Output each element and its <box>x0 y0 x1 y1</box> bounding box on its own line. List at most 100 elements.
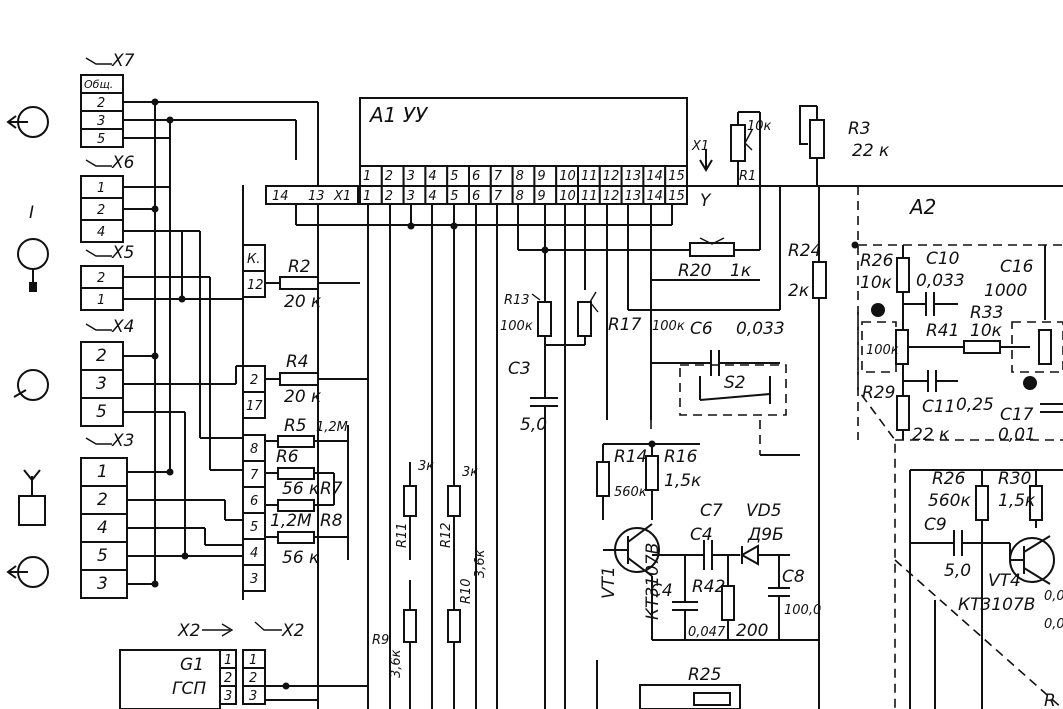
capacitor-c9: C9 5,0 <box>910 515 1010 581</box>
capacitor-c16: C16 1000 <box>984 245 1046 320</box>
pot-r100k: 100к R41 <box>861 321 959 373</box>
svg-text:3к: 3к <box>418 459 434 474</box>
svg-text:Д9Б: Д9Б <box>747 525 784 545</box>
svg-text:R7: R7 <box>320 479 343 499</box>
x5-pin: 1 <box>97 293 105 308</box>
a1-pin: 2 <box>385 189 393 204</box>
x2-pin: 8 <box>250 442 258 457</box>
svg-text:0,01: 0,01 <box>998 425 1036 445</box>
svg-text:C7: C7 <box>700 501 723 521</box>
svg-text:2: 2 <box>224 671 232 686</box>
capacitor-c3: C3 5,0 <box>508 359 558 709</box>
connector-x6: 1 2 4 <box>80 175 124 243</box>
x3-pin: 2 <box>97 490 108 510</box>
resistor-r26b: R26 560к <box>928 469 989 540</box>
x4-pin: 3 <box>96 374 107 394</box>
svg-text:X6: X6 <box>111 153 135 173</box>
svg-text:1000: 1000 <box>984 281 1027 301</box>
x1-ref-label: X1 <box>691 139 709 154</box>
pot-r10k-a2 <box>1011 321 1063 390</box>
svg-text:1,2М: 1,2М <box>270 511 312 531</box>
svg-text:1к: 1к <box>730 261 752 281</box>
svg-text:3,6к: 3,6к <box>473 549 488 578</box>
capacitor-c11: C11 0,25 <box>903 370 994 417</box>
a1-pin: 15 <box>668 169 685 184</box>
x7-pin: 2 <box>97 96 105 111</box>
svg-text:R12: R12 <box>439 522 454 548</box>
a1-pin: 3 <box>407 189 415 204</box>
svg-text:R13: R13 <box>504 293 530 308</box>
capacitor-c4: C7 C4 C4 <box>650 501 740 601</box>
transistor-vt1: VT1 КТ3107В <box>599 523 663 640</box>
svg-text:R4: R4 <box>286 352 309 372</box>
capacitor-c8: C8 100,0 <box>652 555 821 641</box>
side-icon-output-arrow <box>6 106 49 138</box>
x7-pin: 3 <box>97 114 105 129</box>
a1-pin: 9 <box>537 169 545 184</box>
svg-text:1,5к: 1,5к <box>664 471 702 491</box>
resistor-r2: R2 20 к <box>265 257 360 312</box>
resistor-r9: R9 3,6к <box>372 580 417 709</box>
resistor-r33: R33 10к <box>958 303 1030 354</box>
a1-pin: 6 <box>472 169 480 184</box>
svg-text:R20: R20 <box>678 261 711 281</box>
svg-text:1: 1 <box>249 653 257 668</box>
a1-pin: 12 <box>603 189 620 204</box>
capacitor-c17: C17 0,01 <box>998 403 1063 445</box>
svg-text:10к: 10к <box>970 321 1003 341</box>
x3-pin: 3 <box>97 574 108 594</box>
switch-s2: S2 <box>650 280 800 456</box>
svg-text:0,047: 0,047 <box>688 625 726 640</box>
svg-text:3: 3 <box>224 689 232 704</box>
svg-text:R26: R26 <box>860 251 894 271</box>
svg-text:2: 2 <box>249 671 257 686</box>
resistor-r42: R42 200 <box>692 555 768 641</box>
resistor-r16: R16 1,5к <box>603 440 702 520</box>
connector-x3-label: X3 <box>85 431 134 451</box>
g1-sub: ГСП <box>172 679 206 699</box>
connector-x5-label: X5 <box>85 243 134 263</box>
svg-text:3к: 3к <box>462 465 478 480</box>
svg-text:R25: R25 <box>688 665 721 685</box>
a1-pin: 2 <box>385 169 393 184</box>
connector-x7: Общ. 2 3 5 <box>80 74 124 148</box>
svg-text:C6: C6 <box>690 319 713 339</box>
svg-text:R16: R16 <box>664 447 698 467</box>
a1-pin: 5 <box>450 189 458 204</box>
svg-text:2к: 2к <box>788 281 810 301</box>
x2-pin: 17 <box>246 399 263 414</box>
a1-pin: 8 <box>516 189 524 204</box>
a1-pin: 13 <box>625 189 642 204</box>
x2-pin: К. <box>247 252 260 267</box>
svg-text:100к: 100к <box>652 319 685 334</box>
a1-pin: 5 <box>450 169 458 184</box>
x2-pin: 12 <box>247 278 264 293</box>
connector-x5: 2 1 <box>80 265 124 311</box>
diode-vd5: VD5 Д9Б <box>739 501 790 566</box>
svg-text:R6: R6 <box>276 447 299 467</box>
svg-text:1,5к: 1,5к <box>998 491 1036 511</box>
resistor-r20: R20 1к <box>672 237 760 281</box>
a1-pin: 14 <box>646 189 663 204</box>
svg-text:100к: 100к <box>866 343 899 358</box>
a1-label: A1 УУ <box>368 103 429 127</box>
svg-text:20 к: 20 к <box>284 387 322 407</box>
pot-r17: R17 100к <box>545 291 685 346</box>
svg-text:C17: C17 <box>1000 405 1034 425</box>
x4-pin: 2 <box>96 346 107 366</box>
a1-pin: 6 <box>472 189 480 204</box>
x7-pin: 5 <box>97 132 105 147</box>
a2-label: A2 <box>908 195 936 219</box>
a1-pin: 11 <box>581 169 598 184</box>
svg-text:R1: R1 <box>739 169 756 184</box>
svg-text:22 к: 22 к <box>912 425 950 445</box>
svg-text:VT1: VT1 <box>599 566 619 599</box>
x6-pin: 4 <box>97 225 105 240</box>
a1-pin: 8 <box>516 169 524 184</box>
x2-pin: 6 <box>250 494 258 509</box>
svg-text:S2: S2 <box>724 373 746 393</box>
svg-text:56 к: 56 к <box>282 548 320 568</box>
pot-r3: R3 22 к <box>799 105 890 186</box>
connector-x3: 1 2 4 5 3 <box>80 457 128 599</box>
